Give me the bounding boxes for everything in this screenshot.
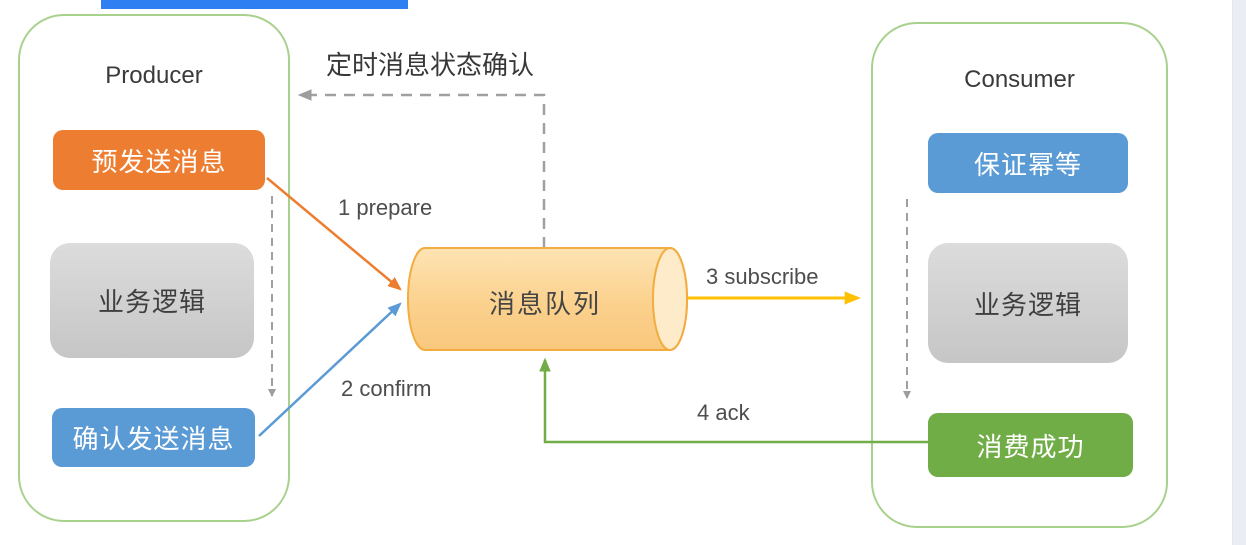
confirm-send-message-node: 确认发送消息 [52,408,255,467]
consumer-title: Consumer [964,66,1075,93]
ack-label: 4 ack [697,400,750,425]
confirm-label: 2 confirm [341,376,432,401]
idempotency-node: 保证幂等 [928,133,1128,193]
right-edge-strip [1232,0,1246,545]
producer-business-logic-node: 业务逻辑 [50,243,254,358]
consumer-business-logic-node: 业务逻辑 [928,243,1128,363]
prepare-label: 1 prepare [338,195,433,220]
producer-title: Producer [105,62,203,89]
message-queue-label: 消息队列 [488,289,601,319]
status-check-label: 定时消息状态确认 [325,50,534,80]
status-check-dashed-arrow [297,89,546,248]
subscribe-label: 3 subscribe [706,264,819,289]
consume-success-node: 消费成功 [928,413,1133,477]
pre-send-message-node: 预发送消息 [53,130,265,190]
top-selection-bar [101,0,408,9]
